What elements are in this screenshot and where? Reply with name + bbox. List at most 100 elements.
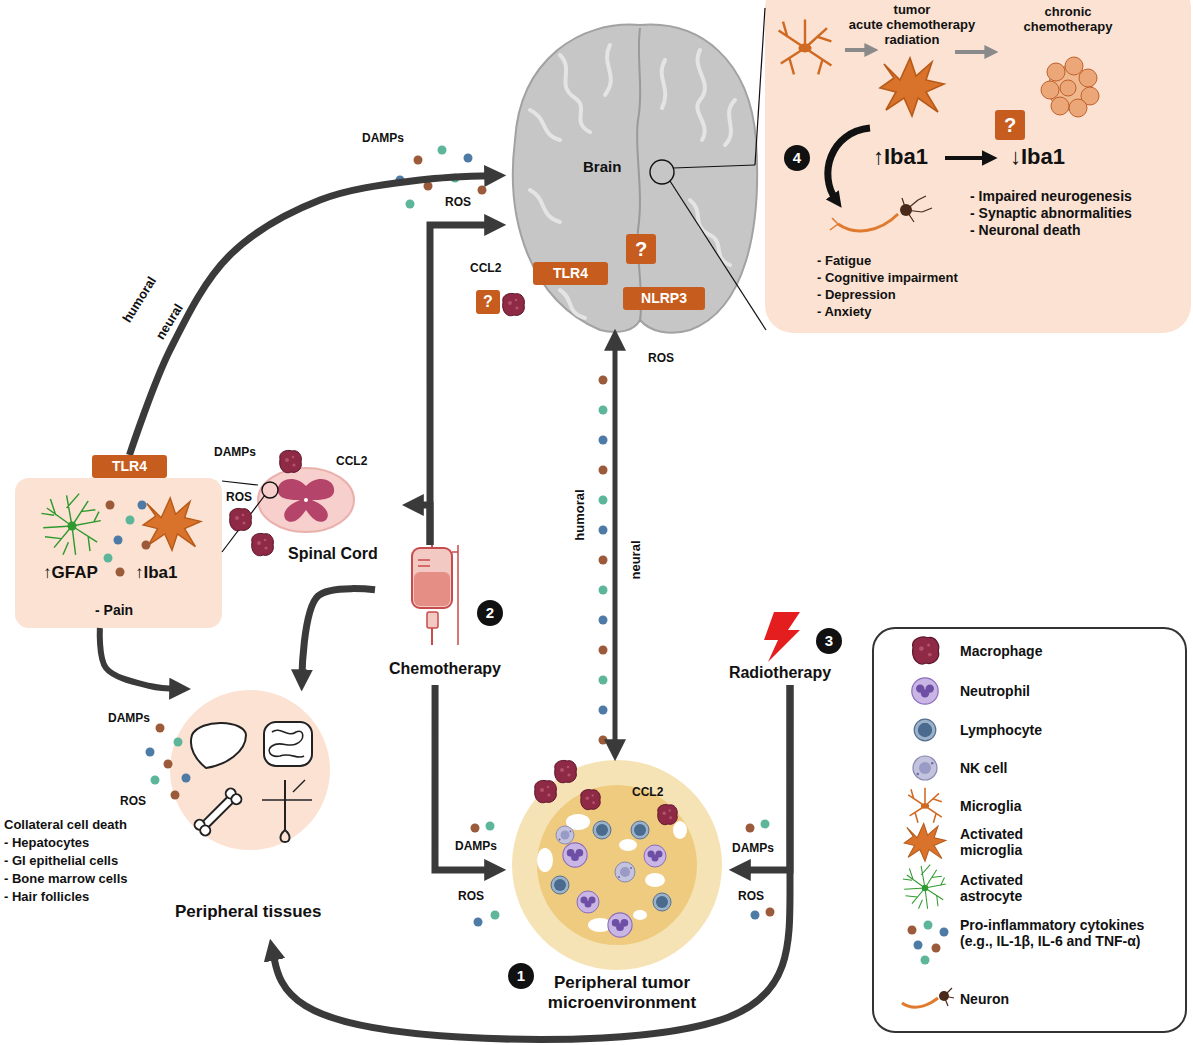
cytokine-dots	[464, 154, 473, 163]
panel-illustration	[830, 218, 838, 230]
cell-icons	[41, 19, 945, 937]
organ-icons	[191, 722, 312, 842]
infusion-bag-icon	[418, 559, 430, 561]
cytokine-dots	[932, 944, 941, 953]
callout-number: 3	[816, 628, 842, 654]
node-text: ↓Iba1	[1010, 144, 1065, 169]
cell-icons	[644, 845, 666, 867]
cytokine-dots	[940, 928, 949, 937]
node-text: ↑Iba1	[135, 563, 178, 583]
brain-drawing	[513, 25, 757, 333]
panel-illustration	[1041, 81, 1059, 99]
cytokine-dots	[599, 706, 608, 715]
organ-icons	[262, 780, 312, 842]
organ-icons	[229, 792, 243, 806]
cytokine-dots	[478, 186, 487, 195]
cytokine-dots	[182, 774, 191, 783]
unknown-box: ?	[626, 234, 656, 264]
cytokine-dots	[599, 676, 608, 685]
organ-icons	[201, 795, 235, 829]
panel-illustration	[945, 156, 988, 160]
cytokine-dots	[921, 956, 930, 965]
node-text: chronic chemotherapy	[1013, 5, 1123, 35]
organ-icons	[269, 730, 304, 757]
annotation-label: ROS	[445, 196, 471, 210]
cytokine-dots	[746, 824, 755, 833]
organ-icons	[280, 780, 289, 842]
infusion-bag-icon	[452, 551, 458, 553]
cell-icons	[903, 865, 946, 909]
callout-number: 1	[508, 963, 534, 989]
cytokine-dots	[599, 616, 608, 625]
connector-arrow	[415, 505, 430, 545]
peripheral-tissues: Peripheral tissues	[165, 690, 360, 940]
legend-label: Microglia	[960, 798, 1021, 814]
annotation-label: CCL2	[632, 786, 663, 800]
organ-icons	[264, 722, 312, 766]
infusion-bag-icon	[427, 612, 438, 628]
panel-illustration	[1079, 69, 1097, 87]
cytokine-dots	[599, 496, 608, 505]
cytokine-dots	[406, 200, 415, 209]
cytokine-dots	[924, 921, 933, 930]
cytokine-dots	[156, 724, 165, 733]
connector-arrow	[302, 589, 375, 679]
connector-arrow	[755, 8, 765, 165]
infusion-bag-icon	[431, 628, 433, 645]
legend-frame	[873, 628, 1186, 1032]
infusion-bag-icon	[457, 545, 459, 645]
node-text: acute chemotherapy	[849, 18, 975, 33]
organ-icons	[193, 787, 244, 838]
panel-illustration	[1065, 57, 1083, 75]
cytokine-dots	[599, 586, 608, 595]
organ-icons	[198, 823, 212, 837]
node-text: Spinal Cord	[288, 545, 378, 563]
cytokine-dots	[751, 911, 760, 920]
node-text: - Depression	[817, 288, 896, 303]
panel-illustration	[838, 214, 898, 231]
tumor-drawing	[645, 873, 665, 887]
brain-drawing	[530, 110, 560, 140]
organ-icons	[262, 799, 312, 801]
cell-icons	[593, 821, 611, 839]
legend-frame	[902, 998, 938, 1007]
brain-drawing	[650, 160, 674, 184]
cytokine-dots	[599, 736, 608, 745]
lightning-icon	[764, 612, 800, 662]
node-text: Chemotherapy	[389, 660, 501, 678]
cell-icons	[563, 843, 587, 867]
cell-icons	[551, 876, 569, 894]
connector-arrow	[273, 685, 790, 1039]
detail-panel: tumoracute chemotherapyradiationchronic …	[765, 0, 1190, 333]
callout-number: 1	[517, 967, 525, 984]
cell-icons	[658, 805, 678, 825]
infusion-bag-icon	[412, 548, 452, 608]
annotation-label: CCL2	[470, 262, 501, 276]
panel-illustration	[1051, 97, 1069, 115]
annotation-label: - Bone marrow cells	[4, 872, 128, 887]
node-text: - Synaptic abnormalities	[970, 205, 1132, 221]
cytokine-dots	[126, 516, 135, 525]
tumor-drawing	[537, 785, 697, 945]
tumor-drawing	[537, 814, 687, 932]
annotation-label: - Hepatocytes	[4, 836, 89, 851]
cytokine-dots	[491, 911, 500, 920]
node-text: - Pain	[95, 602, 133, 618]
node-text: tumor	[894, 3, 931, 18]
annotation-label: DAMPs	[362, 132, 404, 146]
cytokine-dots	[766, 908, 775, 917]
panel-illustration	[828, 128, 870, 200]
node-text: ?	[635, 238, 647, 261]
brain-drawing	[662, 60, 666, 108]
cytokine-dots	[138, 501, 147, 510]
legend-label: Neuron	[960, 991, 1009, 1007]
radiotherapy: Radiotherapy	[715, 620, 845, 685]
cell-icons	[577, 891, 599, 913]
node-text: NLRP3	[641, 290, 687, 306]
spinal-cord-drawing	[222, 468, 354, 552]
detail-panel-ground	[765, 0, 1191, 333]
annotation-label: DAMPs	[214, 446, 256, 460]
detail-panel-ground	[15, 478, 222, 628]
node-text: ↑Iba1	[873, 144, 928, 169]
cytokine-dots	[914, 941, 923, 950]
